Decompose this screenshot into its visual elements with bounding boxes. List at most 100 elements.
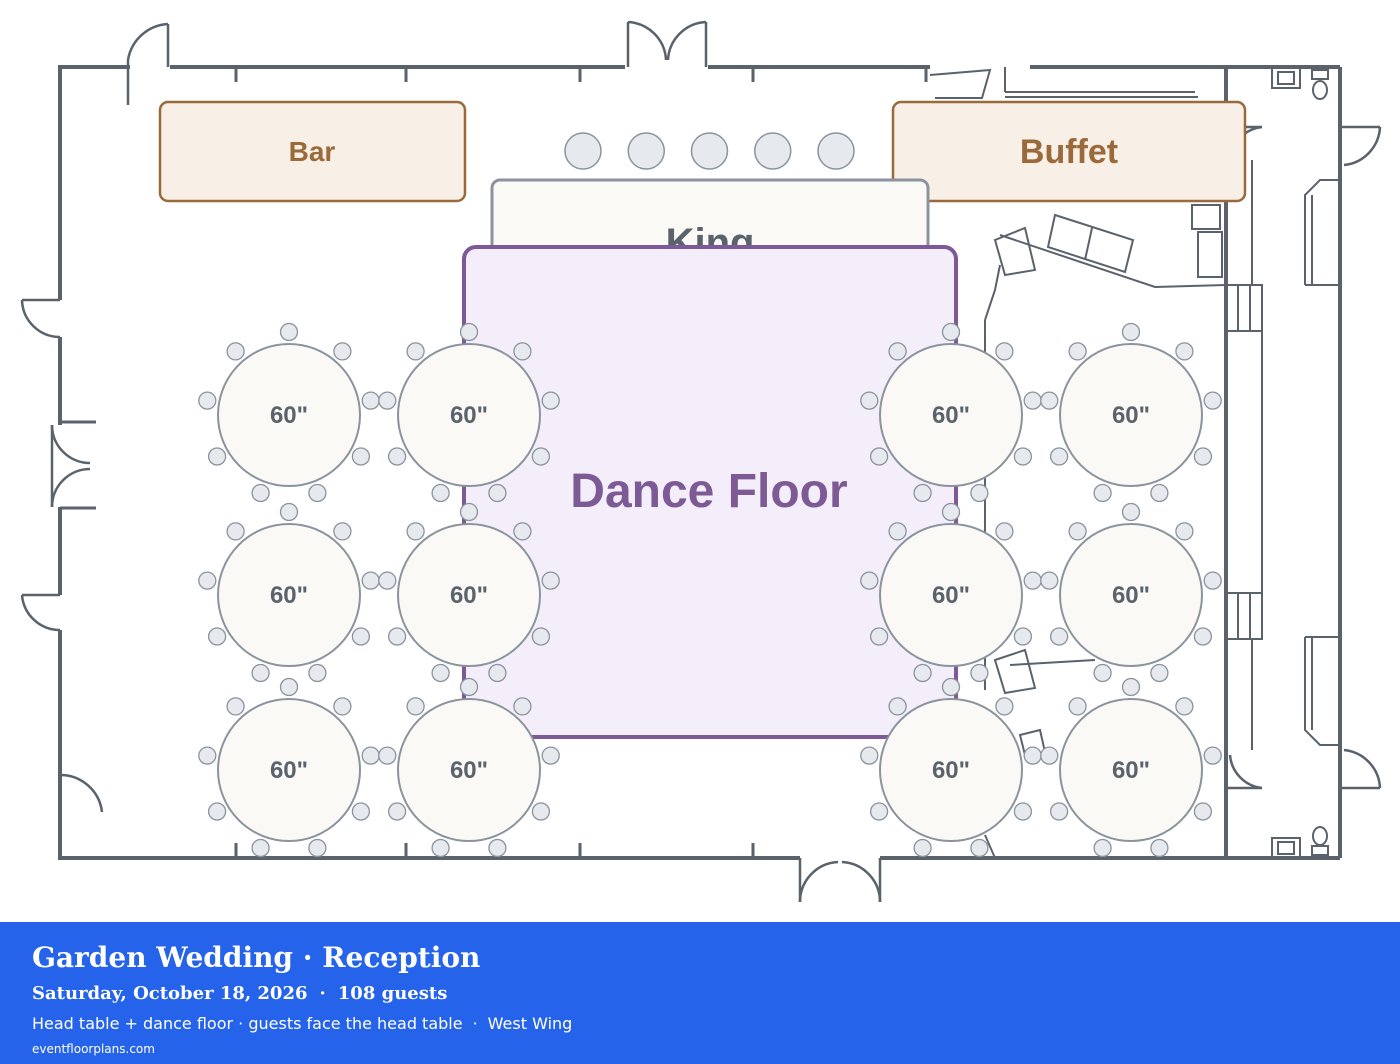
dance-floor: Dance Floor — [462, 245, 958, 739]
chair — [1093, 483, 1112, 503]
table-top — [879, 523, 1023, 667]
head-table-chair — [690, 132, 729, 170]
table-top — [397, 698, 541, 842]
venue-area: West Wing — [487, 1014, 573, 1033]
head-table-chair — [564, 132, 602, 170]
chair — [1013, 447, 1033, 466]
chair — [995, 697, 1014, 716]
chair — [387, 802, 407, 821]
head-table-chair — [627, 132, 665, 170]
chair — [198, 391, 217, 410]
chair — [226, 697, 245, 716]
site-credit: eventfloorplans.com — [32, 1042, 155, 1056]
guest-count: 108 guests — [337, 983, 448, 1004]
chair — [869, 447, 889, 466]
event-title: Garden Wedding · Reception — [32, 941, 481, 974]
chair — [459, 677, 479, 697]
chair — [387, 447, 407, 466]
chair — [541, 571, 560, 590]
chair — [488, 483, 507, 503]
buffet-label: Buffet — [1020, 133, 1118, 171]
chair — [888, 342, 907, 361]
chair — [941, 322, 961, 342]
chair — [1121, 502, 1141, 522]
table-top — [1059, 523, 1203, 667]
table-size-label: 60" — [450, 582, 488, 609]
chair — [1193, 802, 1213, 821]
chair — [378, 391, 397, 410]
chair — [207, 802, 227, 821]
chair — [198, 746, 217, 765]
chair — [1013, 627, 1033, 646]
chair — [1013, 802, 1033, 821]
table-size-label: 60" — [932, 582, 970, 609]
chair — [251, 483, 270, 503]
bar-label: Bar — [289, 136, 336, 167]
table-size-label: 60" — [1112, 757, 1150, 784]
chair — [1203, 571, 1222, 590]
chair — [860, 391, 879, 410]
table-top — [1059, 698, 1203, 842]
chair — [459, 322, 479, 342]
round-table: 60" — [860, 502, 1042, 683]
chair — [1150, 663, 1169, 683]
table-top — [217, 343, 361, 487]
wall-stubs — [60, 67, 928, 858]
chair — [1193, 447, 1213, 466]
round-table: 60" — [1040, 502, 1222, 683]
event-date: Saturday, October 18, 2026 — [32, 983, 308, 1004]
restroom-fixtures — [1271, 67, 1329, 859]
chair — [970, 483, 989, 503]
table-size-label: 60" — [450, 402, 488, 429]
chair — [378, 571, 397, 590]
chair — [941, 677, 961, 697]
layout-note: Head table + dance floor · guests face t… — [32, 1014, 463, 1033]
chair — [869, 627, 889, 646]
chair — [1175, 342, 1194, 361]
round-table: 60" — [860, 677, 1042, 858]
chair — [913, 663, 932, 683]
chair — [1150, 483, 1169, 503]
chair — [531, 802, 551, 821]
table-size-label: 60" — [932, 757, 970, 784]
chair — [941, 502, 961, 522]
chair — [1150, 838, 1169, 858]
chair — [361, 746, 380, 765]
table-top — [879, 343, 1023, 487]
round-table: 60" — [198, 502, 380, 683]
chair — [1068, 697, 1087, 716]
round-table: 60" — [378, 502, 560, 683]
chair — [1121, 322, 1141, 342]
chair — [531, 447, 551, 466]
chair — [531, 627, 551, 646]
round-table: 60" — [860, 322, 1042, 503]
footer-banner — [0, 922, 1400, 1064]
table-size-label: 60" — [270, 402, 308, 429]
chair — [513, 522, 532, 541]
round-table: 60" — [198, 322, 380, 503]
chair — [1203, 746, 1222, 765]
chair — [1049, 802, 1069, 821]
table-top — [217, 523, 361, 667]
chair — [207, 447, 227, 466]
table-top — [217, 698, 361, 842]
round-table: 60" — [378, 322, 560, 503]
head-table-chair — [817, 132, 855, 170]
chair — [1040, 571, 1059, 590]
layout-description: Head table + dance floor · guests face t… — [32, 1013, 572, 1035]
service-corridor — [929, 67, 1340, 859]
chair — [541, 391, 560, 410]
buffet: Buffet — [891, 100, 1247, 203]
chair — [995, 522, 1014, 541]
table-top — [397, 343, 541, 487]
round-table: 60" — [378, 677, 560, 858]
chair — [1040, 391, 1059, 410]
chair — [333, 697, 352, 716]
round-tables: 60"60"60"60"60"60"60"60"60"60"60"60" — [198, 322, 1222, 858]
chair — [1093, 663, 1112, 683]
chair — [361, 391, 380, 410]
chair — [513, 342, 532, 361]
round-table: 60" — [1040, 677, 1222, 858]
bar: Bar — [158, 100, 467, 203]
separator: · — [472, 1014, 478, 1033]
